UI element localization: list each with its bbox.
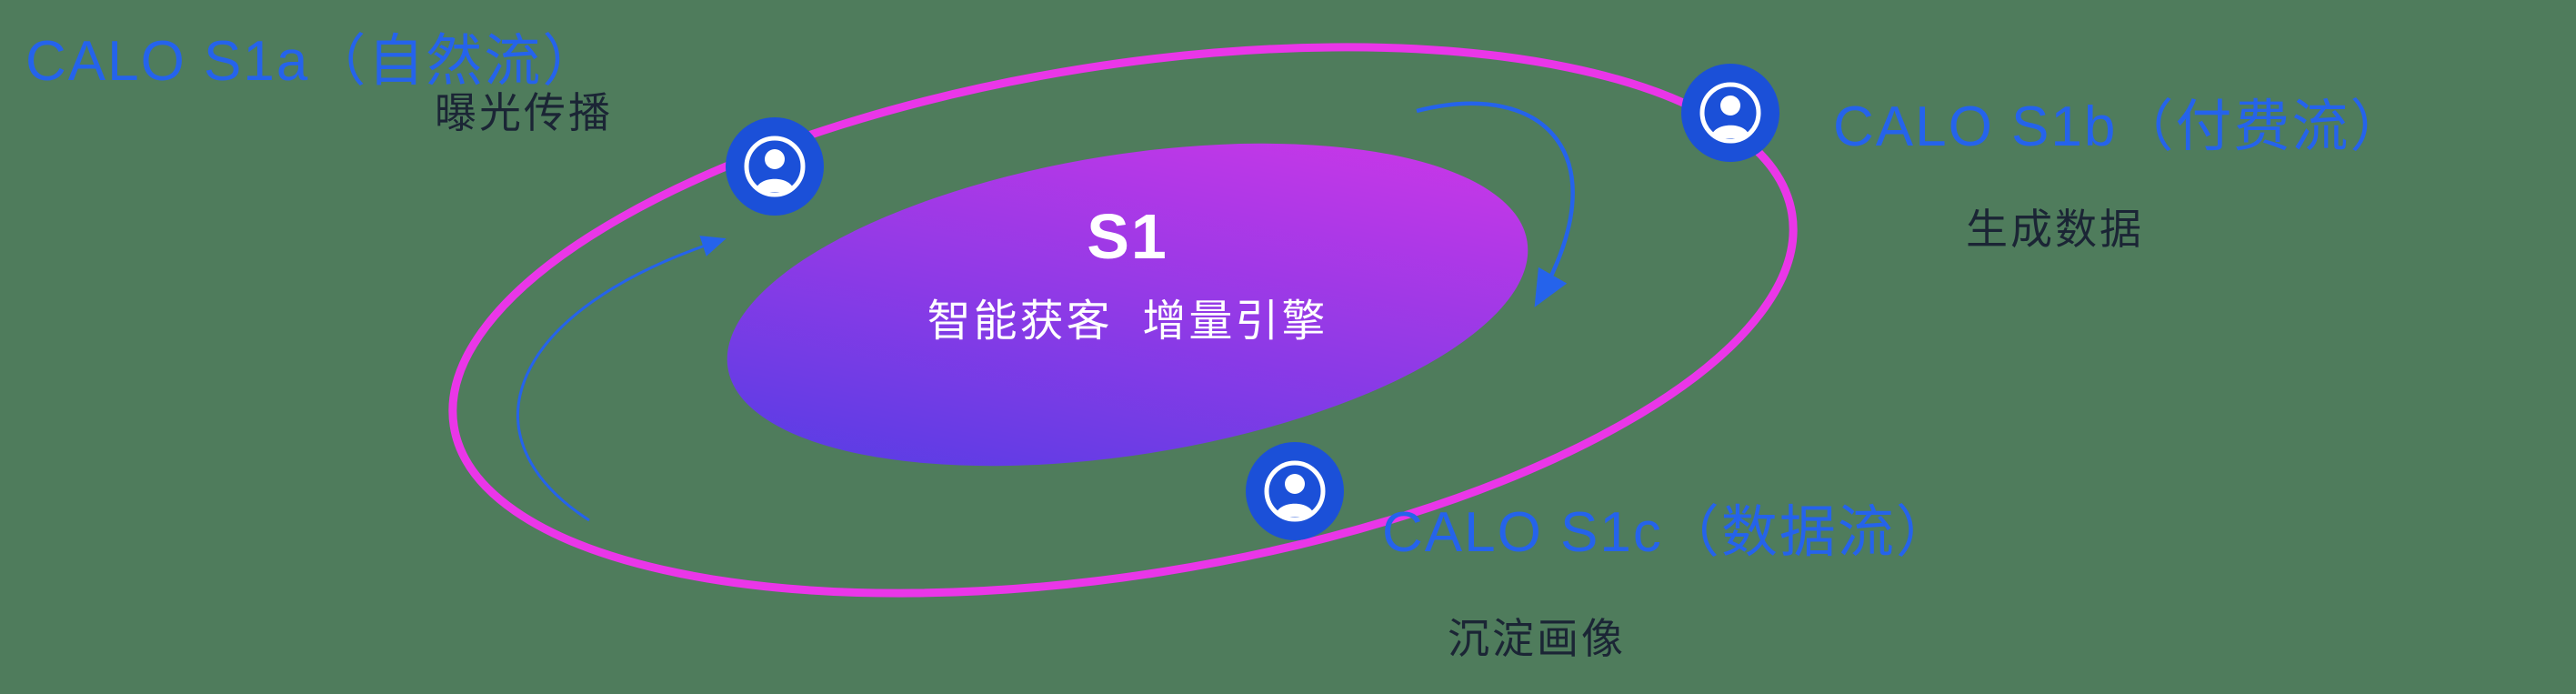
left-curved-arrow-icon (516, 236, 727, 522)
core-ellipse (727, 143, 1529, 467)
core-title: S1 (1087, 201, 1168, 272)
user-circle-icon (1246, 442, 1344, 540)
node-s1a-subtitle: 曝光传播 (435, 89, 613, 136)
right-curved-arrow-icon (1416, 101, 1575, 307)
user-circle-icon (1681, 64, 1779, 162)
core-subtitle: 智能获客 增量引擎 (927, 297, 1328, 346)
user-circle-icon (726, 117, 824, 216)
node-s1c-subtitle: 沉淀画像 (1448, 615, 1626, 662)
node-s1b-subtitle: 生成数据 (1966, 206, 2144, 253)
node-s1a-title: CALO S1a（自然流） (25, 30, 601, 93)
core-label-group: S1 智能获客 增量引擎 (809, 202, 1446, 348)
node-s1b-title: CALO S1b（付费流） (1833, 96, 2409, 158)
orbit-ring (448, 43, 1798, 598)
node-s1c-title: CALO S1c（数据流） (1382, 501, 1954, 564)
